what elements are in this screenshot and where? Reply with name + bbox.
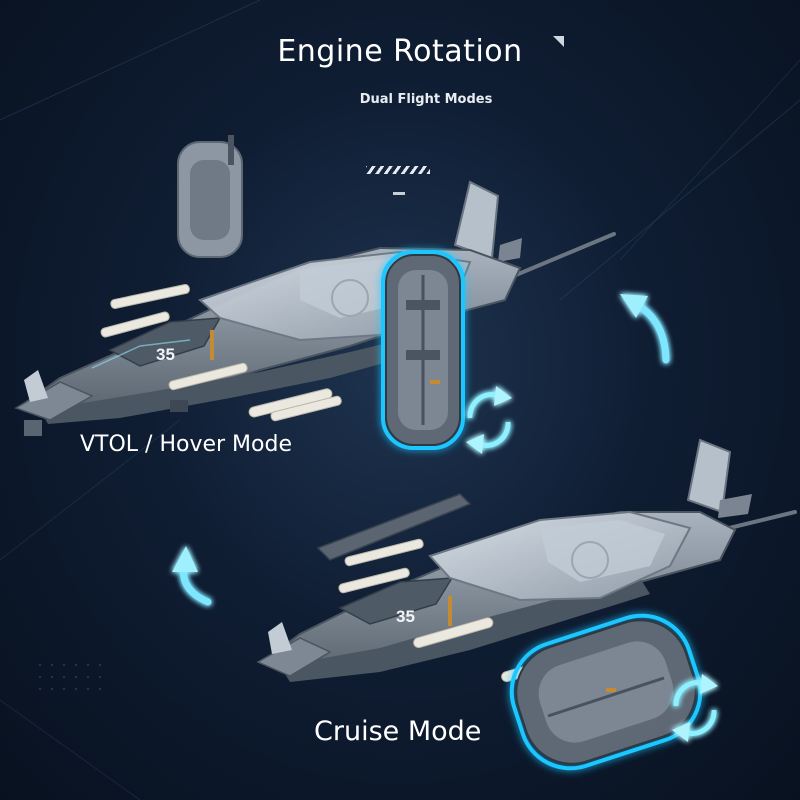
hatch-decoration <box>366 166 430 174</box>
title-corner-mark <box>553 36 564 47</box>
hover-missiles <box>100 284 342 422</box>
hover-mode-label: VTOL / Hover Mode <box>80 432 292 457</box>
rotate-cycle-icon-2 <box>672 674 718 742</box>
rear-engine-pod <box>177 135 243 258</box>
curved-arrow-icon-2 <box>172 546 212 606</box>
cruise-tail-number: 35 <box>396 607 415 626</box>
hover-engine-pod-body <box>385 254 461 446</box>
curved-arrow-icon <box>620 294 670 364</box>
cruise-engine-pod <box>509 613 703 771</box>
page-title: Engine Rotation <box>277 34 523 69</box>
cruise-engine-pod-body <box>515 619 697 765</box>
rotate-cycle-icon <box>466 386 512 454</box>
cruise-mode-label: Cruise Mode <box>314 716 482 747</box>
hover-tail-number: 35 <box>156 345 175 364</box>
hover-engine-pod <box>381 250 465 450</box>
page-subtitle: Dual Flight Modes <box>359 92 493 107</box>
dash-decoration <box>393 192 405 195</box>
